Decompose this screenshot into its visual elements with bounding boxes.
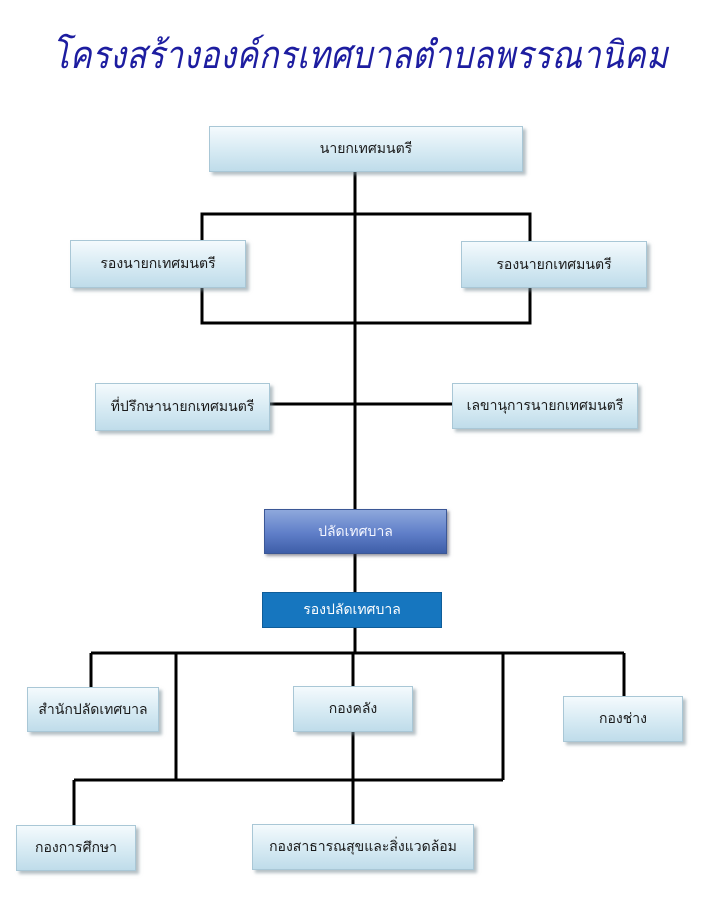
node-secretary: เลขานุการนายกเทศมนตรี — [452, 383, 638, 429]
node-municipal-clerk-label: ปลัดเทศบาล — [318, 523, 393, 540]
node-finance-division: กองคลัง — [293, 686, 413, 732]
node-clerk-office-label: สำนักปลัดเทศบาล — [38, 701, 148, 718]
node-mayor: นายกเทศมนตรี — [209, 126, 523, 172]
node-municipal-clerk: ปลัดเทศบาล — [264, 509, 447, 554]
node-deputy-mayor-left-label: รองนายกเทศมนตรี — [100, 256, 216, 272]
node-education-division-label: กองการศึกษา — [34, 840, 118, 856]
node-education-division: กองการศึกษา — [16, 825, 136, 871]
node-finance-division-label: กองคลัง — [328, 701, 378, 717]
node-deputy-mayor-right: รองนายกเทศมนตรี — [461, 241, 647, 288]
node-advisor: ที่ปรึกษานายกเทศมนตรี — [95, 383, 270, 431]
node-deputy-mayor-right-label: รองนายกเทศมนตรี — [496, 256, 612, 273]
node-secretary-label: เลขานุการนายกเทศมนตรี — [466, 398, 624, 414]
node-deputy-clerk-label: รองปลัดเทศบาล — [303, 602, 401, 618]
chart-title: โครงสร้างองค์กรเทศบาลตำบลพรรณานิคม — [51, 33, 669, 77]
node-mayor-label: นายกเทศมนตรี — [319, 141, 413, 157]
node-deputy-mayor-left: รองนายกเทศมนตรี — [70, 240, 246, 288]
node-health-environment-division: กองสาธารณสุขและสิ่งแวดล้อม — [252, 824, 474, 870]
node-engineering-division: กองช่าง — [563, 696, 683, 742]
node-advisor-label: ที่ปรึกษานายกเทศมนตรี — [110, 399, 255, 415]
node-deputy-clerk: รองปลัดเทศบาล — [262, 592, 442, 628]
node-engineering-division-label: กองช่าง — [599, 711, 647, 727]
node-clerk-office: สำนักปลัดเทศบาล — [27, 687, 159, 732]
node-health-environment-division-label: กองสาธารณสุขและสิ่งแวดล้อม — [269, 839, 457, 855]
